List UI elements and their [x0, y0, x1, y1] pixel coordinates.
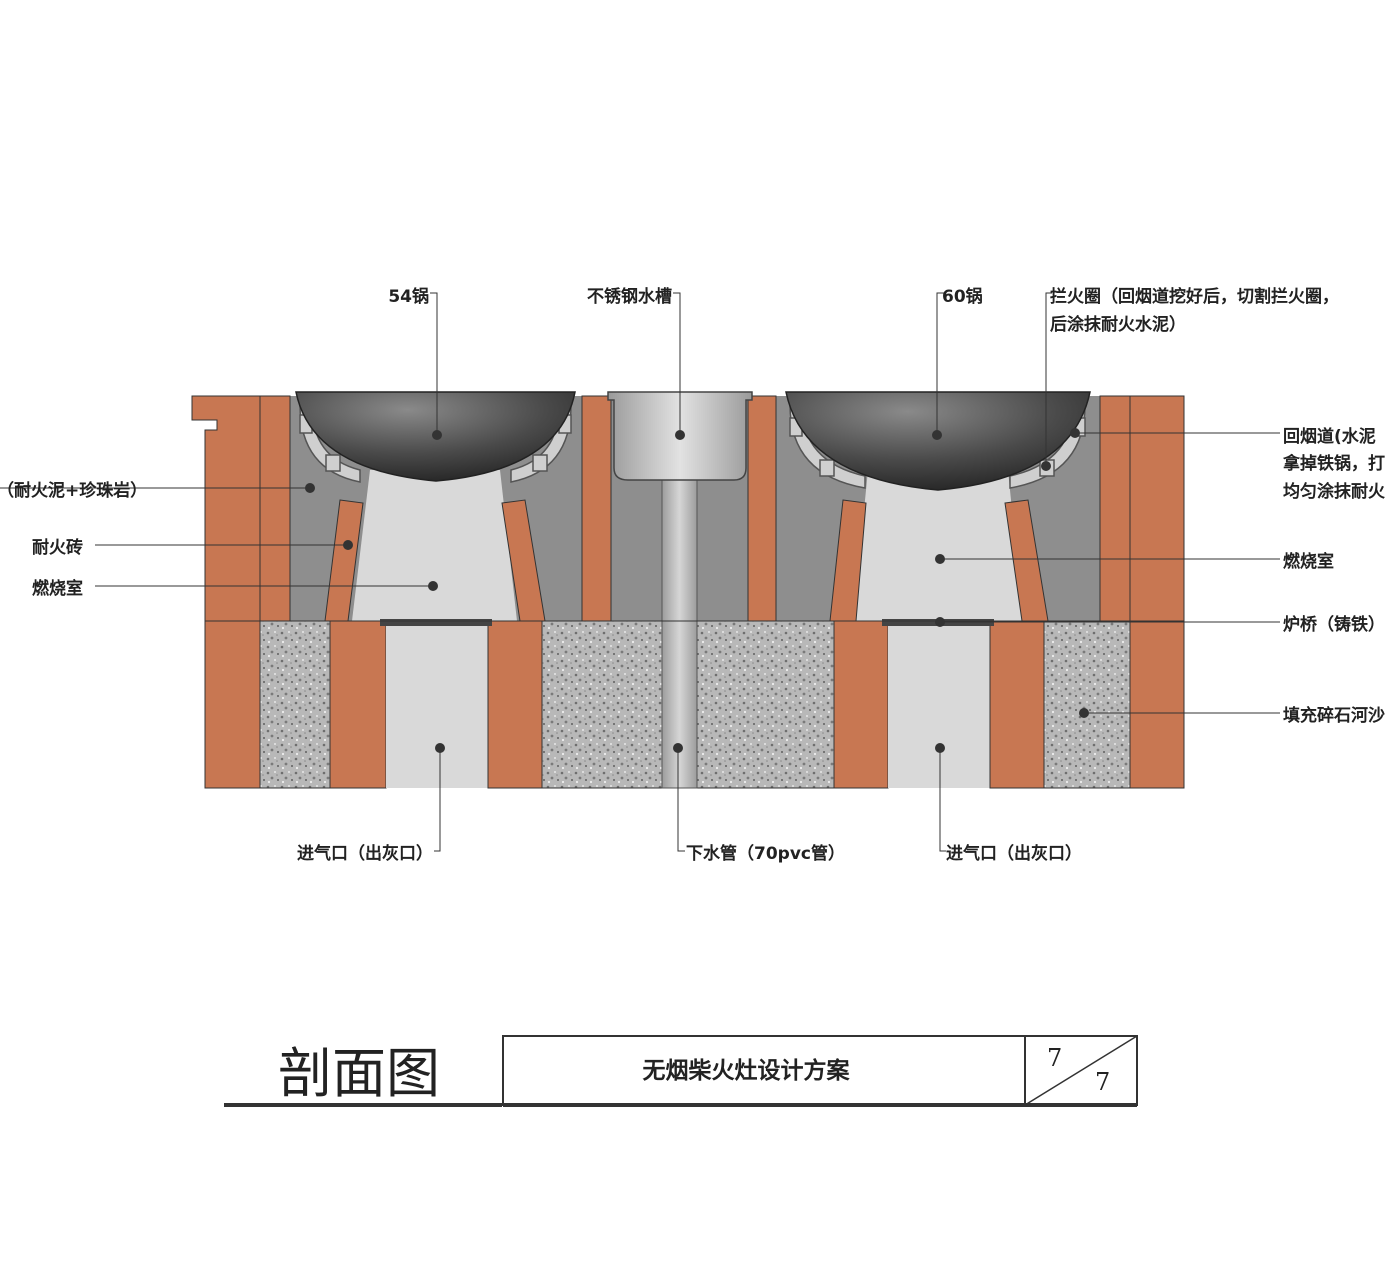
gravel-left-1 [259, 620, 331, 789]
leader-lines [0, 292, 1280, 852]
brick-left-lower-outer [204, 620, 261, 789]
sheet-total: 7 [1095, 1068, 1110, 1096]
gravel-right-1 [1043, 620, 1131, 789]
label-pot-54: 54锅 [388, 286, 429, 307]
label-fire-ring-1: 拦火圈（回烟道挖好后，切割拦火圈， [1050, 286, 1339, 307]
brick-left-outer-upper [191, 395, 261, 622]
stove-section [191, 391, 1185, 789]
sheet-number: 7 [1047, 1044, 1062, 1072]
sheet-number-diagonal [1024, 1035, 1138, 1106]
drain-pipe-shape [661, 477, 698, 789]
label-smoke-return-2: 拿掉铁锅，打 [1282, 453, 1385, 474]
label-combustion-left: 燃烧室 [32, 578, 83, 599]
combustion-chamber-left [352, 470, 517, 621]
label-drain-pipe: 下水管（70pvc管） [686, 843, 845, 864]
brick-right-upper-1 [1099, 395, 1131, 622]
label-air-inlet-left: 进气口（出灰口） [297, 843, 433, 864]
project-name: 无烟柴火灶设计方案 [643, 1057, 851, 1084]
label-grate: 炉桥（铸铁） [1283, 614, 1385, 635]
air-inlet-right-channel [888, 621, 990, 788]
label-air-inlet-right: 进气口（出灰口） [946, 843, 1082, 864]
brick-right-upper-2 [1129, 395, 1185, 622]
label-gravel: 填充碎石河沙 [1283, 705, 1385, 726]
sheet-number-box [1024, 1035, 1138, 1106]
leader-dots [305, 428, 1089, 753]
label-combustion-right: 燃烧室 [1283, 551, 1334, 572]
label-sink: 不锈钢水槽 [587, 286, 672, 307]
title-block: 剖面图 无烟柴火灶设计方案 7 7 [224, 1035, 1138, 1107]
combustion-chamber-right [853, 470, 1023, 621]
air-inlet-left-channel [386, 621, 488, 788]
label-smoke-return-3: 均匀涂抹耐火 [1283, 481, 1386, 502]
grate-left [380, 619, 492, 626]
brick-partition-upper-2 [747, 395, 777, 622]
label-pot-60: 60锅 [942, 286, 983, 307]
brick-partition-upper-1 [581, 395, 612, 622]
label-fire-brick: 耐火砖 [32, 537, 83, 558]
drawing-title: 剖面图 [278, 1042, 440, 1105]
label-filler: （耐火泥+珍珠岩） [0, 480, 147, 501]
label-fire-ring-2: 后涂抹耐火水泥） [1050, 314, 1186, 335]
brick-left-upper-2 [259, 395, 291, 622]
brick-left-lower-2 [329, 620, 387, 789]
gravel-middle-2 [696, 620, 835, 789]
brick-right-lower-1 [833, 620, 889, 789]
brick-right-lower-2 [989, 620, 1045, 789]
gravel-middle-1 [541, 620, 663, 789]
label-smoke-return-1: 回烟道(水泥 [1283, 426, 1376, 447]
brick-left-lower-3 [487, 620, 543, 789]
brick-right-lower-outer [1129, 620, 1185, 789]
